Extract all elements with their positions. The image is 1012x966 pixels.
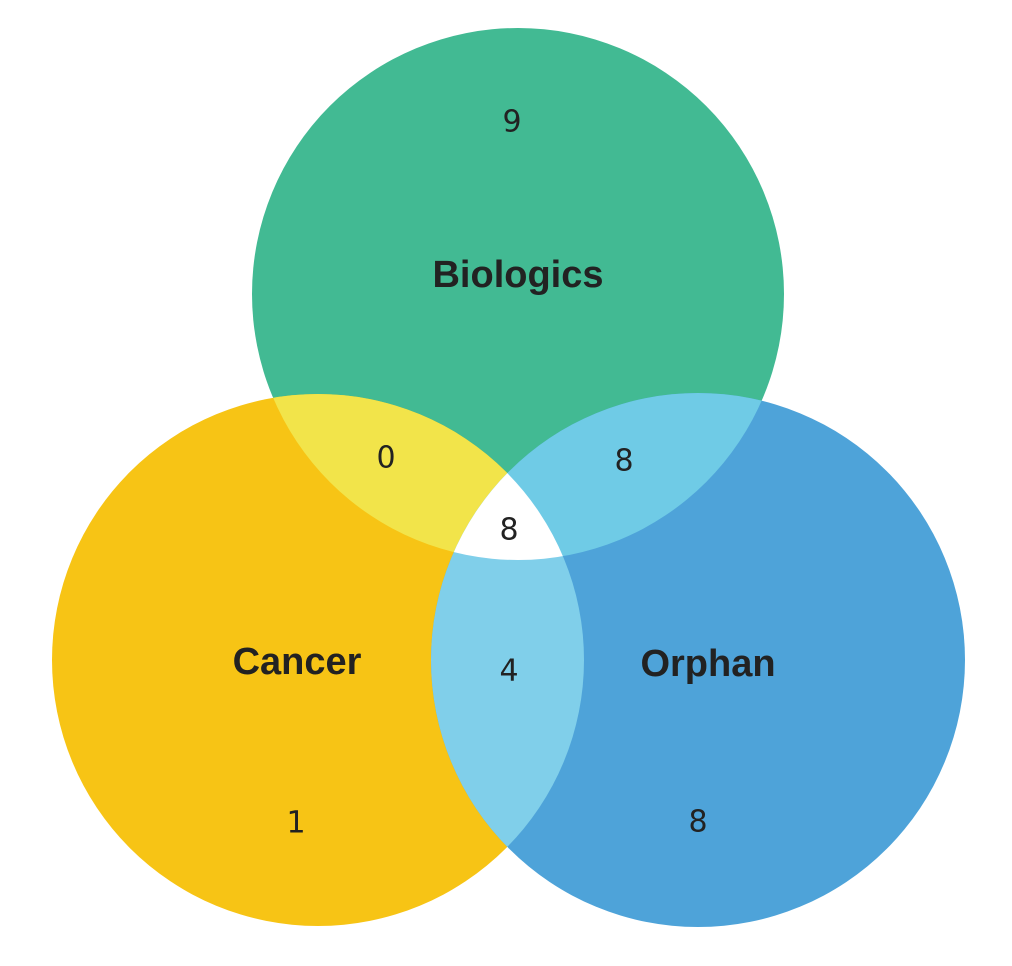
biologics-orphan-region <box>431 393 784 560</box>
cancer-label: Cancer <box>233 641 362 683</box>
all-three-count: 8 <box>499 513 518 548</box>
biologics-only-count: 9 <box>502 105 521 140</box>
biologics-cancer-region <box>252 394 584 560</box>
cancer-orphan-count: 4 <box>499 654 518 689</box>
biologics-cancer-count: 0 <box>376 441 395 476</box>
orphan-only-count: 8 <box>688 805 707 840</box>
orphan-label: Orphan <box>640 643 775 685</box>
biologics-label: Biologics <box>432 254 603 296</box>
cancer-only-count: 1 <box>286 806 305 841</box>
biologics-orphan-count: 8 <box>614 444 633 479</box>
